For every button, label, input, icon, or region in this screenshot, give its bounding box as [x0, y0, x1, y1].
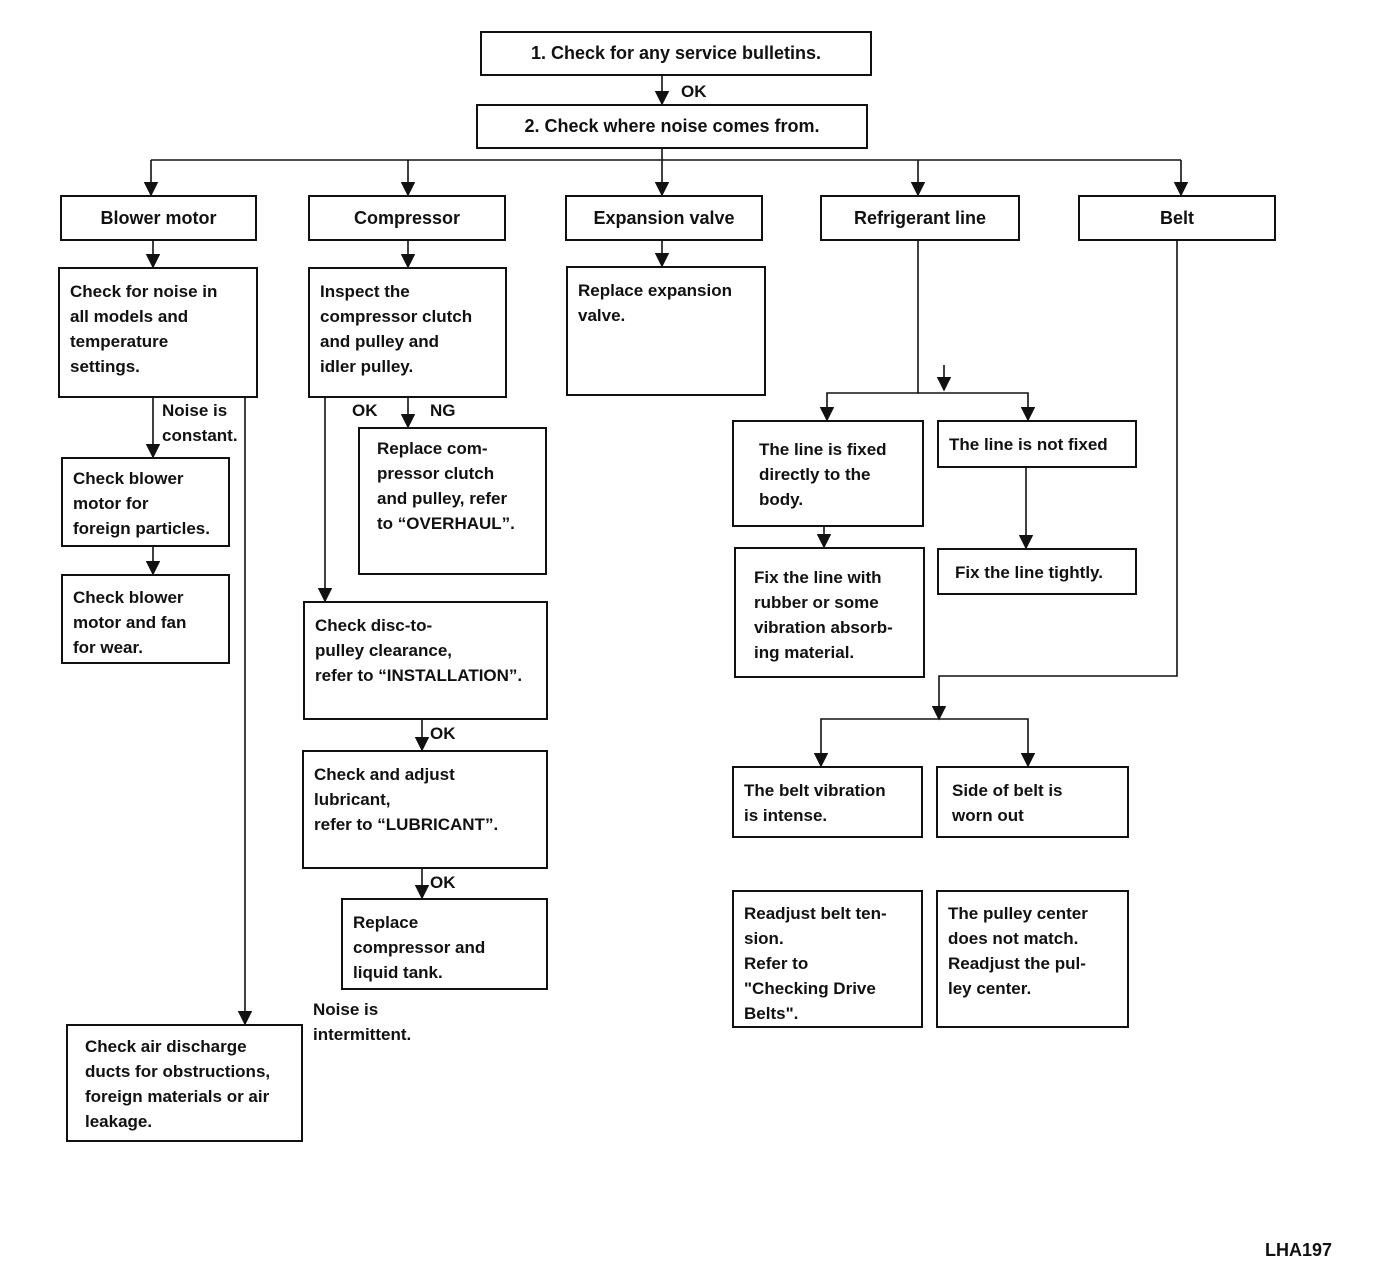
refrigerant-line-title: Refrigerant line	[853, 207, 987, 228]
blower-motor-title: Blower motor	[100, 207, 217, 228]
disc-clearance-text: Check disc-to- pulley clearance, refer t…	[315, 616, 523, 685]
line-fixed-text: The line is fixed directly to the body.	[759, 440, 887, 509]
belt-box: Belt	[1078, 195, 1276, 241]
compressor-title: Compressor	[353, 207, 461, 228]
connector-belt-worn	[939, 718, 1036, 768]
expansion-valve-box: Expansion valve	[565, 195, 763, 241]
readjust-tension-box: Readjust belt ten- sion. Refer to "Check…	[732, 890, 923, 1028]
ok-label-disc: OK	[430, 724, 456, 743]
replace-expansion-box: Replace expansion valve.	[566, 266, 766, 396]
belt-title: Belt	[1159, 207, 1194, 228]
step2-box: 2. Check where noise comes from.	[476, 104, 868, 149]
connector-refrigerant-split	[819, 241, 919, 422]
noise-constant-label: Noise is constant.	[162, 401, 238, 445]
compressor-box: Compressor	[308, 195, 506, 241]
connector-refrigerant-notfixed	[918, 392, 1036, 422]
ok-label-lubricant: OK	[430, 873, 456, 892]
inspect-clutch-box: Inspect the compressor clutch and pulley…	[308, 267, 507, 398]
blower-wear-text: Check blower motor and fan for wear.	[73, 588, 187, 657]
expansion-valve-title: Expansion valve	[593, 207, 735, 228]
step1-text: 1. Check for any service bulletins.	[530, 43, 822, 63]
air-discharge-ducts-text: Check air discharge ducts for obstructio…	[85, 1037, 271, 1131]
replace-expansion-text: Replace expansion valve.	[578, 281, 733, 325]
air-discharge-ducts-box: Check air discharge ducts for obstructio…	[66, 1024, 303, 1142]
blower-foreign-particles-text: Check blower motor for foreign particles…	[73, 469, 210, 538]
noise-intermittent-label: Noise is intermittent.	[313, 1000, 412, 1044]
lubricant-text: Check and adjust lubricant, refer to “LU…	[314, 765, 499, 834]
blower-foreign-particles-box: Check blower motor for foreign particles…	[61, 457, 230, 547]
refrigerant-line-box: Refrigerant line	[820, 195, 1020, 241]
line-not-fixed-box: The line is not fixed	[937, 420, 1137, 468]
fix-line-rubber-text: Fix the line with rubber or some vibrati…	[754, 568, 893, 662]
replace-compressor-box: Replace compressor and liquid tank.	[341, 898, 548, 990]
fix-line-tightly-text: Fix the line tightly.	[955, 563, 1103, 582]
belt-worn-text: Side of belt is worn out	[952, 781, 1063, 825]
readjust-tension-text: Readjust belt ten- sion. Refer to "Check…	[744, 904, 887, 1023]
belt-vibration-box: The belt vibration is intense.	[732, 766, 923, 838]
fix-line-rubber-box: Fix the line with rubber or some vibrati…	[734, 547, 925, 678]
ng-label-inspect: NG	[430, 401, 456, 420]
fix-line-tightly-box: Fix the line tightly.	[937, 548, 1137, 595]
pulley-center-box: The pulley center does not match. Readju…	[936, 890, 1129, 1028]
lubricant-box: Check and adjust lubricant, refer to “LU…	[302, 750, 548, 869]
replace-clutch-box: Replace com- pressor clutch and pulley, …	[358, 427, 547, 575]
line-fixed-box: The line is fixed directly to the body.	[732, 420, 924, 527]
ok-label-step1: OK	[681, 82, 707, 101]
ok-label-inspect: OK	[352, 401, 378, 420]
inspect-clutch-text: Inspect the compressor clutch and pulley…	[320, 282, 473, 376]
blower-check-noise-text: Check for noise in all models and temper…	[70, 282, 218, 376]
step2-text: 2. Check where noise comes from.	[524, 116, 820, 136]
replace-compressor-text: Replace compressor and liquid tank.	[353, 913, 486, 982]
figure-id-label: LHA197	[1265, 1240, 1333, 1260]
belt-vibration-text: The belt vibration is intense.	[744, 781, 886, 825]
connector-belt	[931, 241, 1178, 721]
step1-box: 1. Check for any service bulletins.	[480, 31, 872, 76]
blower-check-noise-box: Check for noise in all models and temper…	[58, 267, 258, 398]
pulley-center-text: The pulley center does not match. Readju…	[948, 904, 1088, 998]
belt-worn-box: Side of belt is worn out	[936, 766, 1129, 838]
connector-belt-split	[813, 718, 939, 768]
line-not-fixed-text: The line is not fixed	[949, 435, 1108, 454]
blower-wear-box: Check blower motor and fan for wear.	[61, 574, 230, 664]
replace-clutch-text: Replace com- pressor clutch and pulley, …	[377, 439, 515, 533]
disc-clearance-box: Check disc-to- pulley clearance, refer t…	[303, 601, 548, 720]
blower-motor-box: Blower motor	[60, 195, 257, 241]
